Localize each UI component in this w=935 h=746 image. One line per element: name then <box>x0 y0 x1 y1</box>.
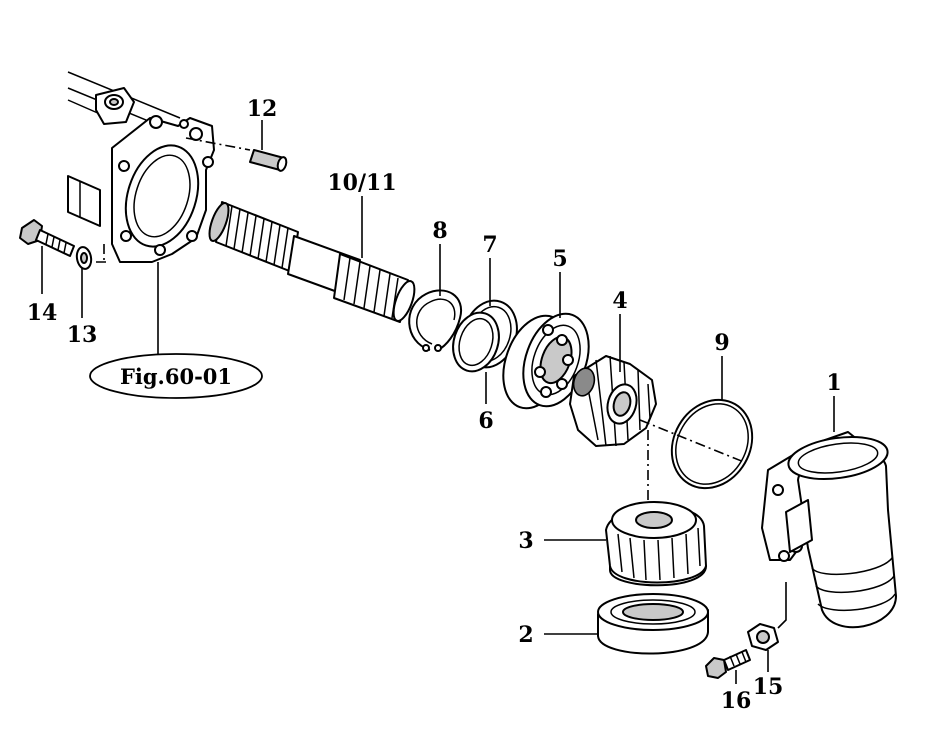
figure-reference-label: Fig.60-01 <box>120 364 232 389</box>
callout-1: 1 <box>826 370 841 396</box>
figure-reference-badge: Fig.60-01 <box>89 353 263 399</box>
callout-2: 2 <box>518 622 533 648</box>
tapered-bearing-part-2 <box>597 593 709 655</box>
circlip-part-8 <box>408 289 463 352</box>
o-ring-part-9 <box>670 398 754 490</box>
callout-8: 8 <box>432 218 447 244</box>
callout-4: 4 <box>612 288 627 314</box>
callout-7: 7 <box>482 232 497 258</box>
bolt-part-16 <box>705 649 751 679</box>
callout-12: 12 <box>247 96 278 122</box>
callout-16: 16 <box>721 688 752 714</box>
callout-13: 13 <box>67 322 98 348</box>
mounting-rail <box>67 71 181 227</box>
splined-shaft-part-10-11 <box>208 201 416 323</box>
washer-part-13 <box>75 244 110 270</box>
elbow-housing-part-1 <box>761 431 897 629</box>
callout-9: 9 <box>714 330 729 356</box>
leader-lines <box>41 120 835 684</box>
bolt-part-14 <box>19 219 75 257</box>
callout-5: 5 <box>552 246 567 272</box>
callout-3: 3 <box>518 528 533 554</box>
callout-6: 6 <box>478 408 493 434</box>
bevel-pinion-part-4 <box>569 355 657 447</box>
callout-14: 14 <box>27 300 58 326</box>
bevel-gear-part-3 <box>605 501 707 587</box>
assembly-axes <box>639 419 745 512</box>
flange-housing <box>111 115 215 263</box>
callout-15: 15 <box>753 674 784 700</box>
callout-10-11: 10/11 <box>327 170 396 196</box>
nut-part-15 <box>747 582 787 651</box>
pin-part-12 <box>185 137 288 172</box>
ring-part-6 <box>452 311 500 373</box>
